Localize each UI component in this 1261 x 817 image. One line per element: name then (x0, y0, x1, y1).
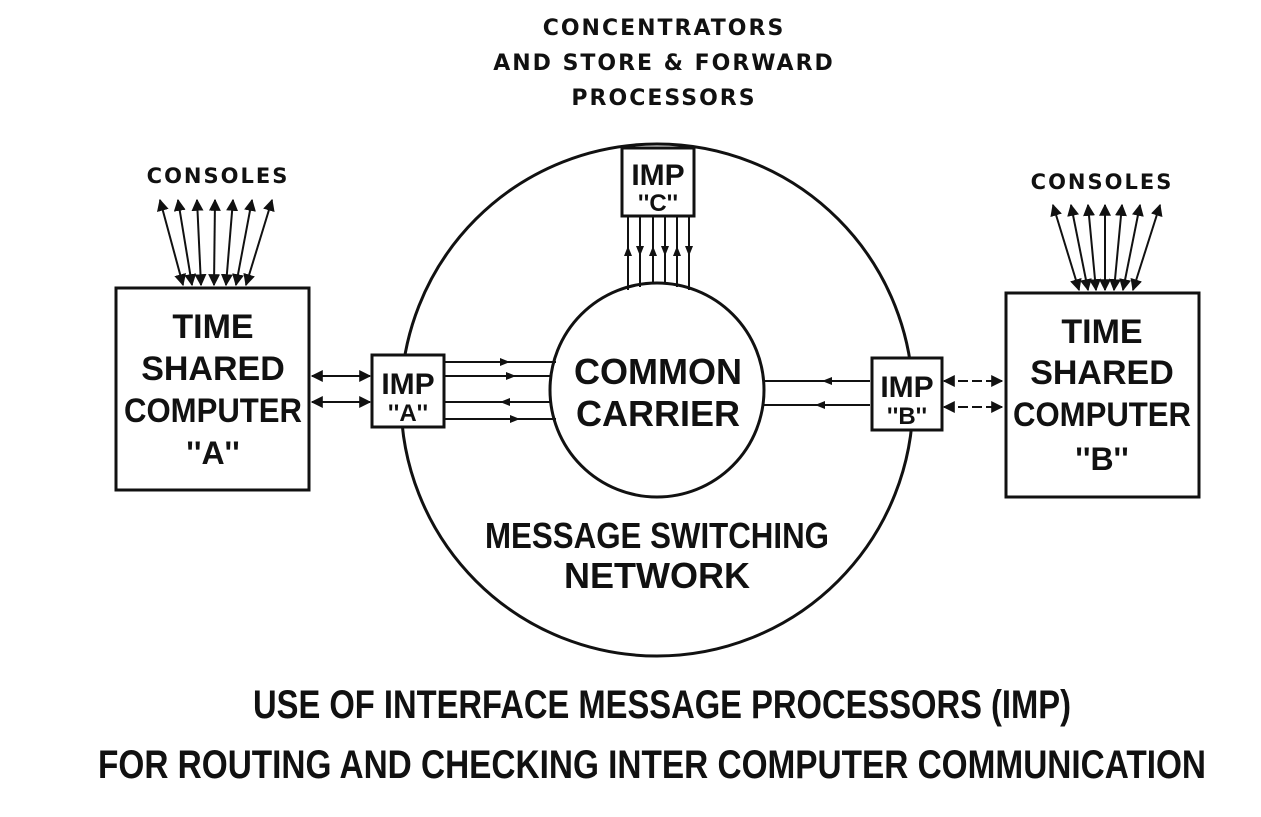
computer-a-line-4: ''A'' (186, 435, 240, 471)
console-arrow (1130, 203, 1163, 292)
imp-b-id: ''B'' (887, 403, 927, 430)
console-arrow (1083, 203, 1101, 292)
computer-b-line-3: COMPUTER (1013, 396, 1191, 434)
imp-b-label: IMP (880, 371, 933, 404)
computer-b-line-1: TIME (1061, 313, 1142, 351)
console-arrow (243, 198, 275, 287)
computer-a-line-1: TIME (172, 308, 253, 346)
imp-a-label: IMP (381, 368, 434, 401)
computer-a-line-3: COMPUTER (124, 392, 302, 430)
consoles-right-arrows (1050, 203, 1163, 292)
console-arrow (191, 198, 207, 287)
imp-c-label: IMP (631, 159, 684, 192)
caption-line-2: FOR ROUTING AND CHECKING INTER COMPUTER … (98, 743, 1206, 787)
carrier-line-2: CARRIER (576, 393, 740, 434)
console-arrow (208, 198, 221, 287)
imp-c-id: ''C'' (638, 190, 678, 217)
computer-b-line-2: SHARED (1030, 354, 1174, 392)
computer-a-box (114, 286, 311, 492)
top-label-line-2: AND STORE & FORWARD (493, 51, 835, 76)
consoles-left-label: CONSOLES (147, 164, 290, 188)
network-line-2: NETWORK (564, 555, 750, 596)
imp-a-box (370, 353, 446, 429)
computer-b-box (1004, 291, 1201, 499)
imp-c-box (620, 146, 696, 218)
console-arrow (220, 198, 239, 287)
console-arrow (1067, 203, 1092, 292)
common-carrier-circle (548, 281, 766, 499)
caption-line-1: USE OF INTERFACE MESSAGE PROCESSORS (IMP… (253, 683, 1071, 727)
imp-b-carrier-links (764, 377, 870, 409)
console-arrow (1050, 203, 1082, 292)
imp-c-carrier-links (624, 216, 693, 290)
console-arrow (173, 198, 197, 287)
network-line-1: MESSAGE SWITCHING (485, 515, 829, 556)
imp-a-id: ''A'' (388, 400, 428, 427)
consoles-left-arrows (157, 198, 275, 287)
computer-a-line-2: SHARED (141, 350, 285, 388)
consoles-right-label: CONSOLES (1031, 170, 1174, 194)
top-label-line-1: CONCENTRATORS (543, 16, 786, 41)
top-label-line-3: PROCESSORS (571, 86, 756, 111)
console-arrow (1109, 203, 1127, 292)
computer-b-line-4: ''B'' (1075, 441, 1129, 477)
imp-b-box (870, 356, 944, 432)
imp-a-carrier-links (444, 358, 556, 423)
carrier-line-1: COMMON (574, 351, 742, 392)
